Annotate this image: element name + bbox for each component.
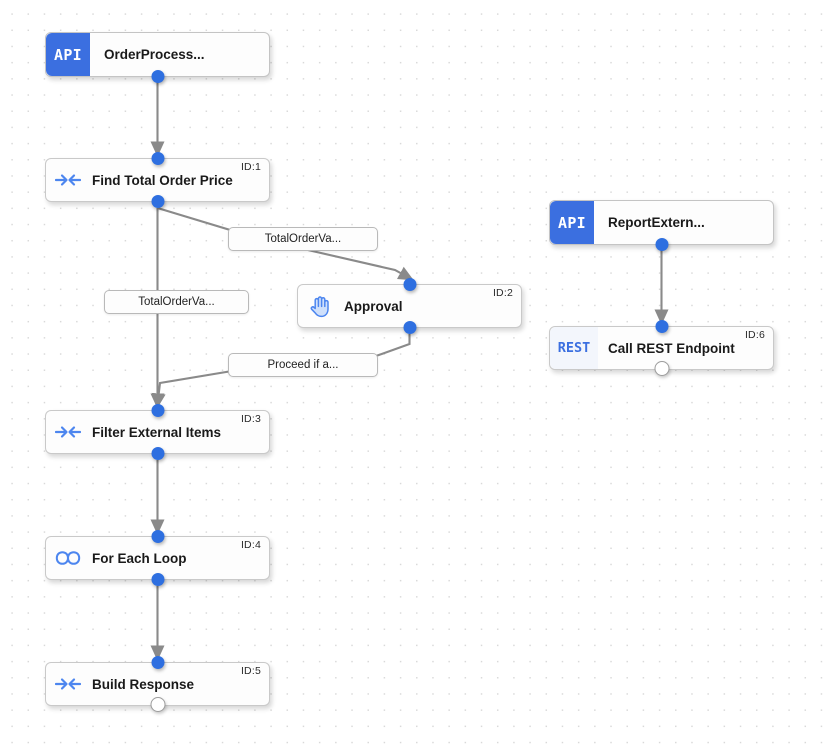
output-port[interactable] <box>654 361 669 376</box>
node-id-label: ID:3 <box>240 413 261 425</box>
node-id-label: ID:4 <box>240 539 261 551</box>
merge-arrows-icon <box>46 411 90 453</box>
output-port[interactable] <box>150 697 165 712</box>
node-find-total-order-price[interactable]: Find Total Order Price ID:1 <box>45 152 270 208</box>
edge-label-total-order-value-a[interactable]: TotalOrderVa... <box>228 227 378 251</box>
input-port[interactable] <box>151 530 164 543</box>
node-title: OrderProcess... <box>104 47 205 62</box>
merge-arrows-icon <box>46 159 90 201</box>
input-port[interactable] <box>151 656 164 669</box>
input-port[interactable] <box>655 320 668 333</box>
rest-badge-icon: REST <box>550 327 598 369</box>
node-order-process[interactable]: API OrderProcess... <box>45 32 270 83</box>
node-id-label: ID:6 <box>744 329 765 341</box>
node-title: Filter External Items <box>92 424 222 440</box>
node-title: Find Total Order Price <box>92 172 233 188</box>
api-badge-icon: API <box>550 201 594 244</box>
node-report-external[interactable]: API ReportExtern... <box>549 200 774 251</box>
node-title: Call REST Endpoint <box>608 340 735 356</box>
api-badge-icon: API <box>46 33 90 76</box>
node-id-label: ID:2 <box>492 287 513 299</box>
node-id-label: ID:1 <box>240 161 261 173</box>
input-port[interactable] <box>151 152 164 165</box>
node-title: ReportExtern... <box>608 215 705 230</box>
output-port[interactable] <box>151 573 164 586</box>
edge-label-total-order-value-b[interactable]: TotalOrderVa... <box>104 290 249 314</box>
merge-arrows-icon <box>46 663 90 705</box>
input-port[interactable] <box>403 278 416 291</box>
node-call-rest-endpoint[interactable]: REST Call REST Endpoint ID:6 <box>549 320 774 376</box>
edge-label-proceed-if[interactable]: Proceed if a... <box>228 353 378 377</box>
output-port[interactable] <box>151 447 164 460</box>
node-title: For Each Loop <box>92 550 187 566</box>
node-approval[interactable]: Approval ID:2 <box>297 278 522 334</box>
node-title: Build Response <box>92 676 195 692</box>
output-port[interactable] <box>403 321 416 334</box>
node-filter-external-items[interactable]: Filter External Items ID:3 <box>45 404 270 460</box>
output-port[interactable] <box>151 195 164 208</box>
node-build-response[interactable]: Build Response ID:5 <box>45 656 270 712</box>
output-port[interactable] <box>151 70 164 83</box>
node-for-each-loop[interactable]: For Each Loop ID:4 <box>45 530 270 586</box>
infinity-icon <box>46 537 90 579</box>
hand-icon <box>298 285 342 327</box>
input-port[interactable] <box>151 404 164 417</box>
node-title: Approval <box>344 298 403 314</box>
output-port[interactable] <box>655 238 668 251</box>
node-id-label: ID:5 <box>240 665 261 677</box>
